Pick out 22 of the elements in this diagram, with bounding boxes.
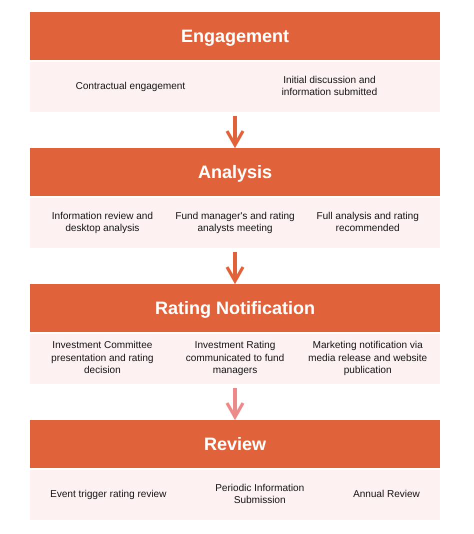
stage-header [30, 148, 440, 196]
step-text: Investment Rating communicated to fund managers [184, 340, 286, 378]
step-text: Annual Review [353, 488, 420, 502]
stage-title: Engagement [180, 26, 290, 46]
stage-title: Analysis [198, 162, 272, 182]
arrow [225, 252, 245, 283]
stage-title: Review [204, 434, 266, 454]
stage-header [30, 12, 440, 60]
arrow [225, 388, 245, 419]
arrow [225, 116, 245, 147]
step-text: Contractual engagement [76, 80, 186, 94]
step-text: Information review and desktop analysis [50, 210, 154, 236]
step-text: Full analysis and rating recommended [316, 210, 420, 236]
step-text: Investment Committee presentation and rating decision [50, 340, 154, 378]
stage-title: Rating Notification [155, 298, 315, 318]
stage-header [30, 284, 440, 332]
step-text: Event trigger rating review [50, 488, 166, 502]
step-text: Fund manager's and rating analysts meeting [174, 210, 296, 236]
step-text: Initial discussion and information submitted [280, 74, 378, 100]
stage-header [30, 420, 440, 468]
step-text: Periodic Information Submission [214, 482, 306, 508]
step-text: Marketing notification via media release and website publication [307, 340, 428, 378]
